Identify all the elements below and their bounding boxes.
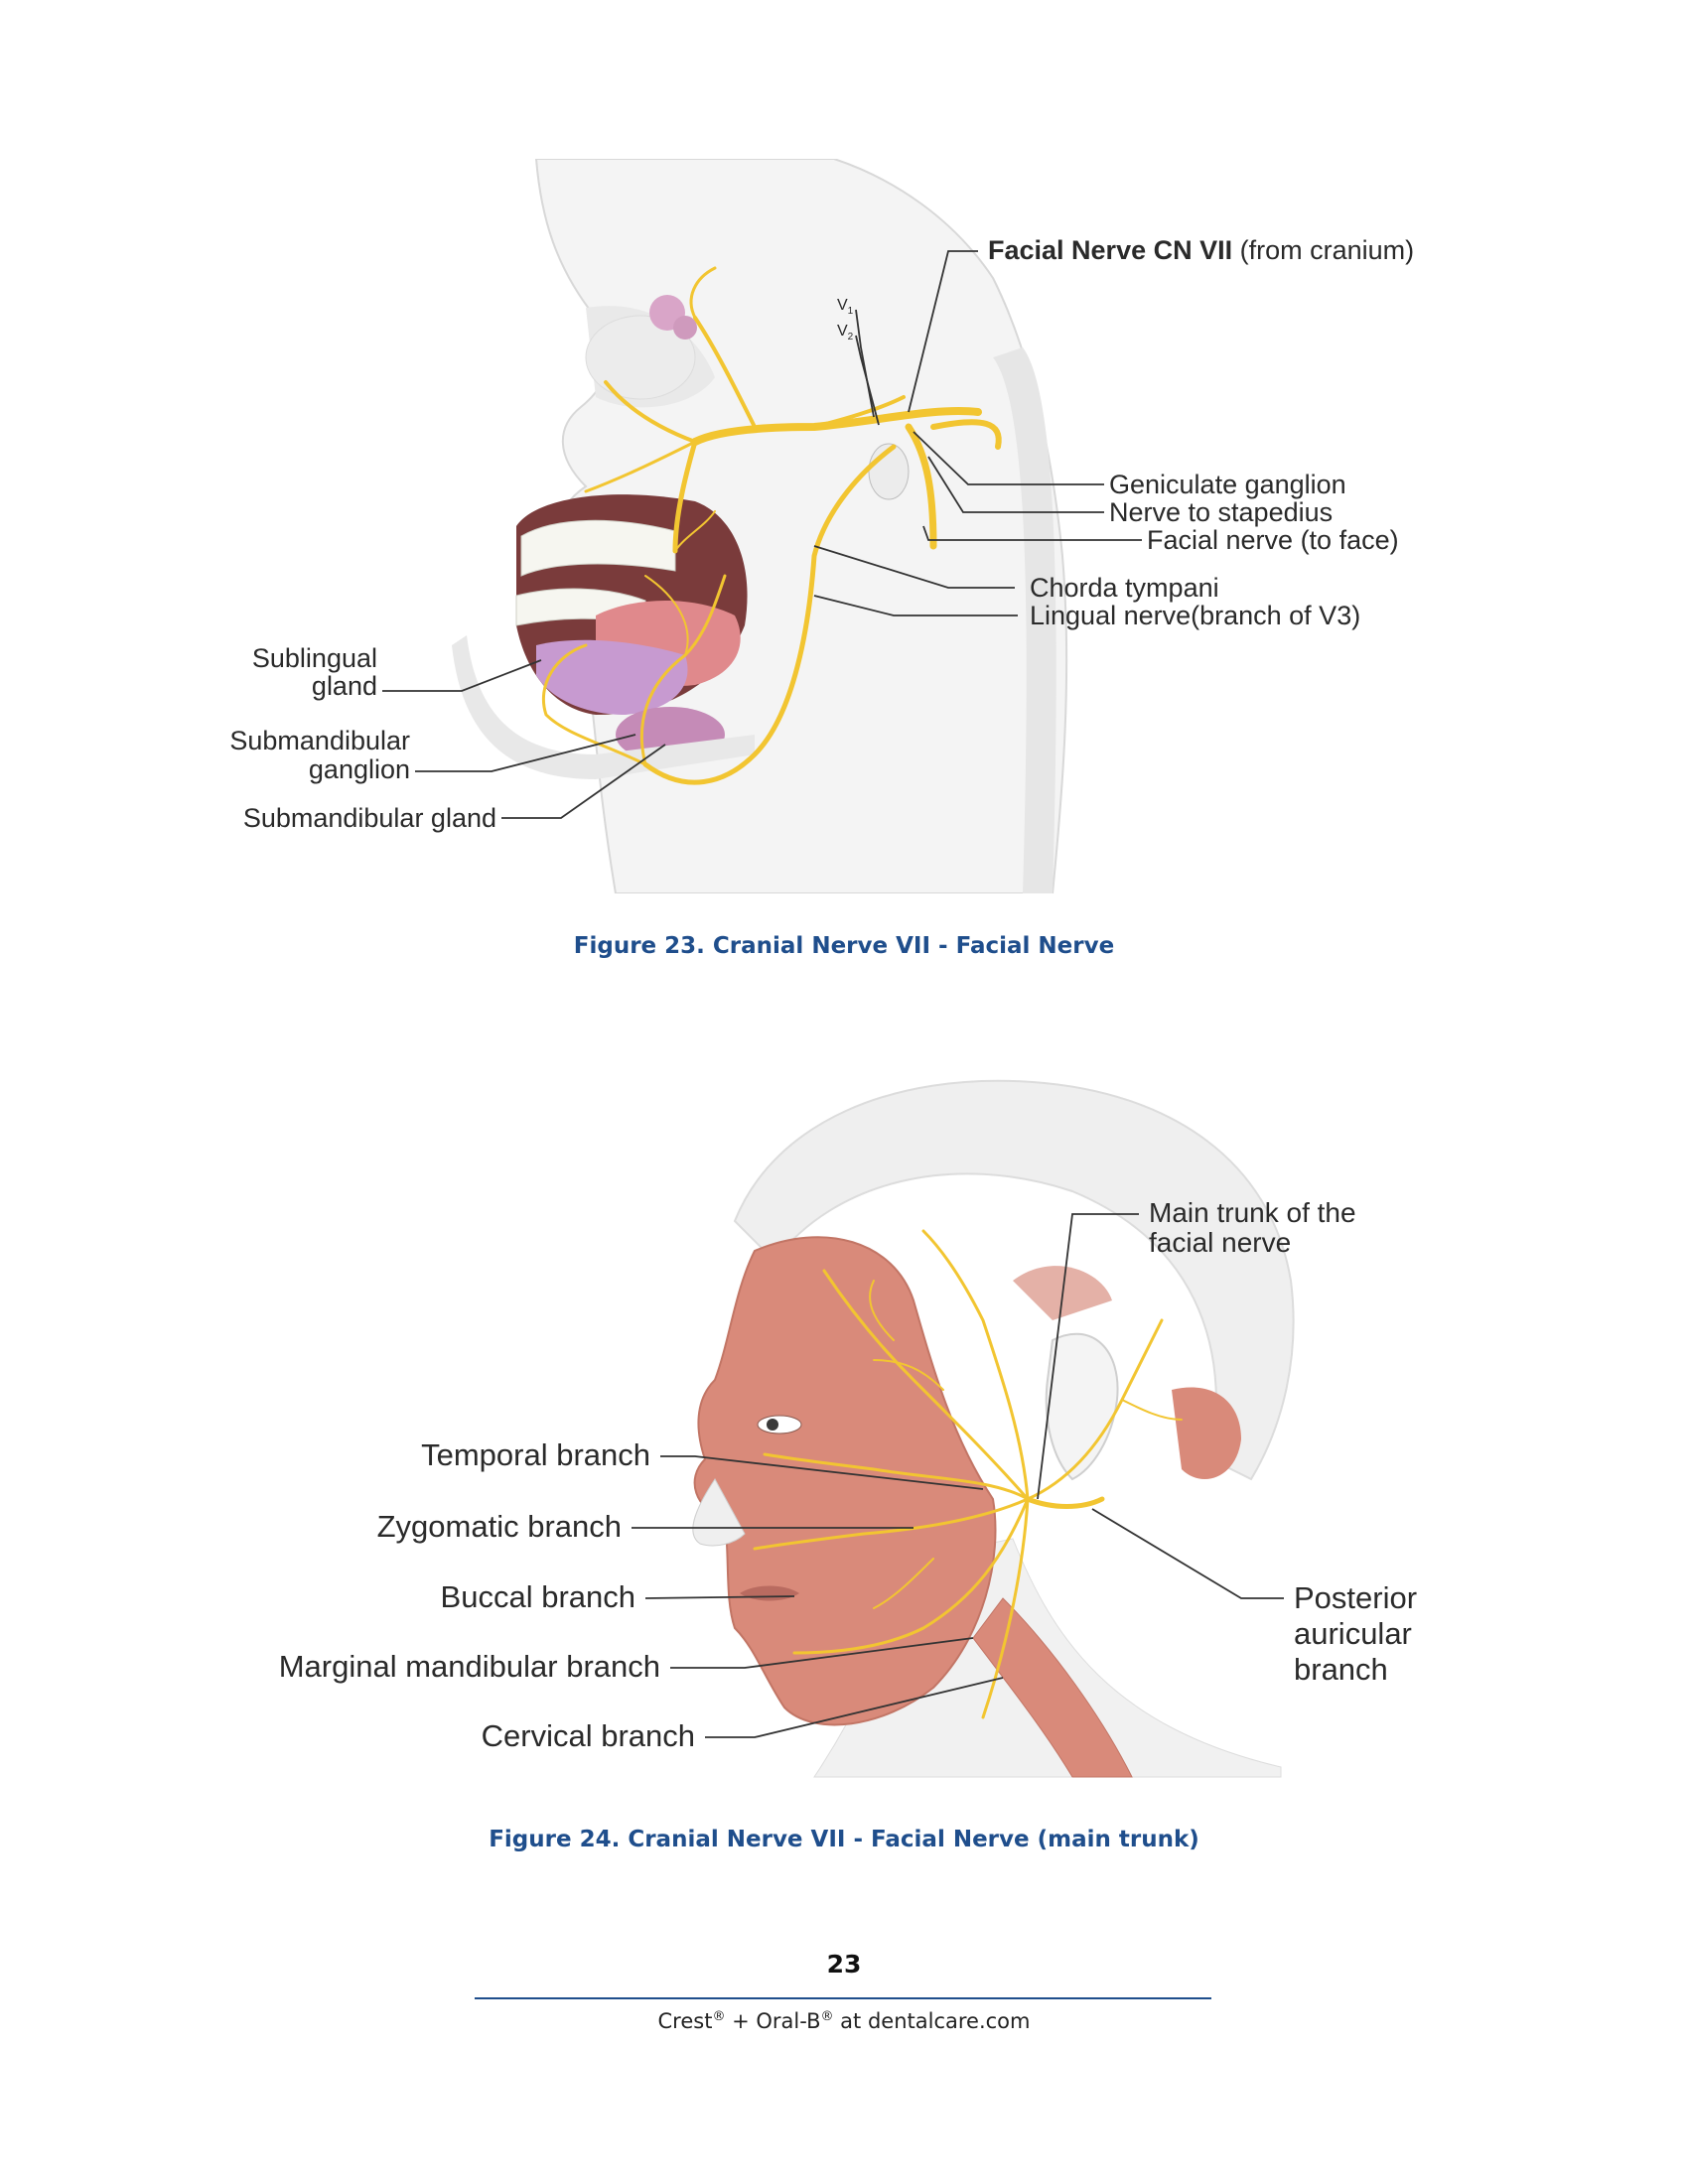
figure-23: Facial Nerve CN VII (from cranium) V1 V2… [0, 159, 1688, 893]
submandibular-ganglion-label-1: Submandibular [229, 726, 410, 755]
submandibular-gland-label: Submandibular gland [243, 803, 496, 833]
v2-label: V2 [837, 323, 854, 342]
neck-muscle [972, 1597, 1133, 1778]
upper-teeth [520, 519, 676, 577]
leader-lines [382, 250, 1142, 819]
leader-lines-24 [632, 1213, 1284, 1738]
temporal-branch-label: Temporal branch [421, 1437, 650, 1472]
ear [1045, 1332, 1119, 1481]
main-trunk-label-2: facial nerve [1149, 1227, 1291, 1258]
figure-23-caption: Figure 23. Cranial Nerve VII - Facial Ne… [573, 933, 1115, 959]
site-link-text: at dentalcare.com [833, 2009, 1031, 2033]
nerve-to-stapedius-label: Nerve to stapedius [1109, 497, 1333, 527]
mandible [452, 635, 755, 779]
main-trunk-label-1: Main trunk of the [1149, 1197, 1356, 1228]
sphenoid-sinus [585, 315, 696, 400]
footer-rule [475, 1997, 1211, 1999]
sublingual-gland-shape [536, 639, 688, 715]
page-number: 23 [826, 1950, 862, 1979]
facial-nerve-branches [753, 1229, 1183, 1719]
lingual-nerve-label: Lingual nerve(branch of V3) [1030, 601, 1360, 630]
sublingual-gland-label-2: gland [312, 671, 377, 701]
facial-nerve-paths [541, 266, 1002, 785]
sublingual-gland-label-1: Sublingual [252, 643, 377, 673]
facial-nerve-main-trunk-illustration: Main trunk of the facial nerve Temporal … [279, 1079, 1417, 1778]
eye [757, 1415, 802, 1434]
submandibular-ganglion-label-2: ganglion [309, 754, 410, 784]
posterior-auricular-label-1: Posterior [1294, 1580, 1417, 1615]
brand-oral-b: + Oral-B [725, 2009, 821, 2033]
facial-nerve-cn7-label: Facial Nerve CN VII (from cranium) [988, 235, 1414, 265]
hair-outline [733, 1079, 1295, 1481]
registered-mark-2: ® [820, 2009, 834, 2024]
registered-mark-1: ® [712, 2009, 726, 2024]
occipital-muscle [1172, 1387, 1241, 1479]
posterior-auricular-label-2: auricular [1294, 1616, 1412, 1651]
facial-nerve-sagittal-illustration: Facial Nerve CN VII (from cranium) V1 V2… [229, 159, 1414, 893]
cervical-branch-label: Cervical branch [482, 1718, 695, 1753]
posterior-auricular-label-3: branch [1294, 1652, 1388, 1687]
brand-crest: Crest [657, 2009, 713, 2033]
pupil [767, 1419, 778, 1431]
face-muscles [693, 1236, 997, 1726]
v1-label: V1 [837, 297, 854, 317]
footer-credit: Crest® + Oral-B® at dentalcare.com [0, 2009, 1688, 2033]
zygomatic-branch-label: Zygomatic branch [377, 1509, 622, 1544]
facial-nerve-to-face-label: Facial nerve (to face) [1147, 525, 1399, 555]
buccal-branch-label: Buccal branch [441, 1579, 635, 1614]
figure-24-caption: Figure 24. Cranial Nerve VII - Facial Ne… [489, 1827, 1199, 1852]
geniculate-ganglion-label: Geniculate ganglion [1109, 470, 1346, 499]
chorda-tympani-label: Chorda tympani [1030, 573, 1219, 603]
figure-24: Main trunk of the facial nerve Temporal … [0, 1042, 1688, 1817]
nose [692, 1478, 746, 1547]
ganglion-blob-2 [673, 316, 697, 340]
marginal-mandibular-branch-label: Marginal mandibular branch [279, 1649, 660, 1684]
